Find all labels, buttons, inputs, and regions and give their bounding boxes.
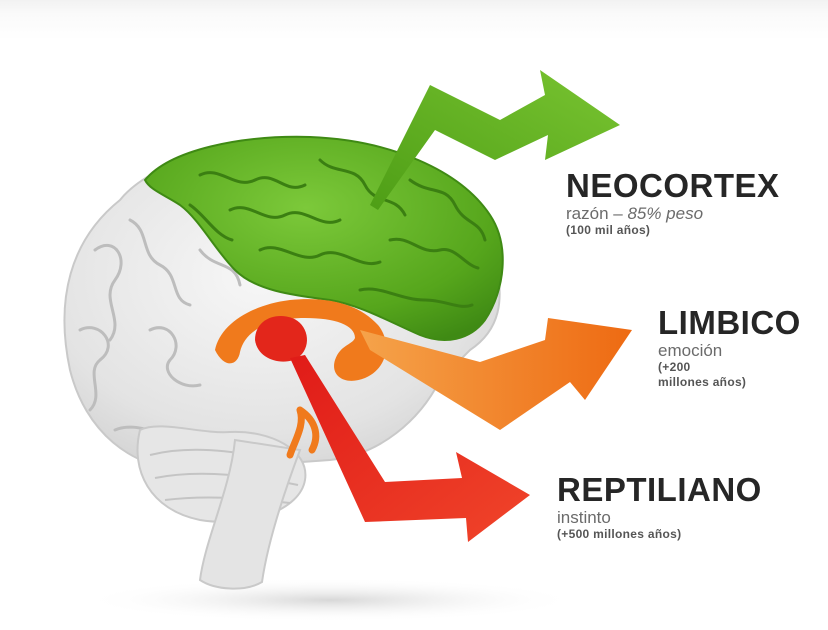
limbico-title: LIMBICO xyxy=(658,304,801,341)
neocortex-label: NEOCORTEX razón – 85% peso (100 mil años… xyxy=(566,168,780,238)
limbico-arrow-icon xyxy=(360,318,632,430)
reptiliano-arrow-icon xyxy=(290,355,530,542)
limbico-function: emoción xyxy=(658,341,723,360)
neocortex-region xyxy=(143,135,504,341)
reptiliano-function: instinto xyxy=(557,508,611,527)
limbico-age-line1: (+200 xyxy=(658,360,691,374)
neocortex-grooves xyxy=(188,158,487,308)
neocortex-function: razón – 85% peso xyxy=(566,204,704,223)
neocortex-title: NEOCORTEX xyxy=(566,167,780,204)
reptiliano-age: (+500 millones años) xyxy=(557,527,682,541)
reptiliano-label: REPTILIANO instinto (+500 millones años) xyxy=(557,472,762,542)
limbico-age-line2: millones años) xyxy=(658,375,747,389)
limbic-region xyxy=(215,299,387,381)
limbico-label: LIMBICO emoción (+200 millones años) xyxy=(658,305,801,390)
neocortex-arrow-icon xyxy=(370,70,620,210)
reptiliano-title: REPTILIANO xyxy=(557,471,762,508)
floor-shadow xyxy=(80,578,580,622)
brainstem-shape xyxy=(198,438,302,590)
reptilian-region xyxy=(255,316,307,362)
neocortex-age: (100 mil años) xyxy=(566,223,651,237)
